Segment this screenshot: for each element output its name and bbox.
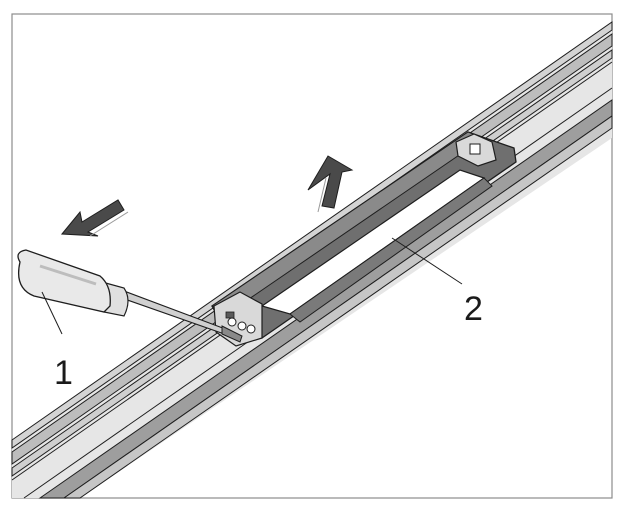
- trim-clip: [210, 131, 517, 347]
- arrow-left-down-icon: [60, 199, 129, 237]
- callout-1-leader: [41, 291, 63, 335]
- callout-2-leader: [391, 237, 463, 285]
- callout-1-label: 1: [54, 354, 73, 392]
- screwdriver: [17, 249, 243, 343]
- arrow-up-icon: [307, 155, 354, 213]
- callout-2-label: 2: [464, 290, 483, 328]
